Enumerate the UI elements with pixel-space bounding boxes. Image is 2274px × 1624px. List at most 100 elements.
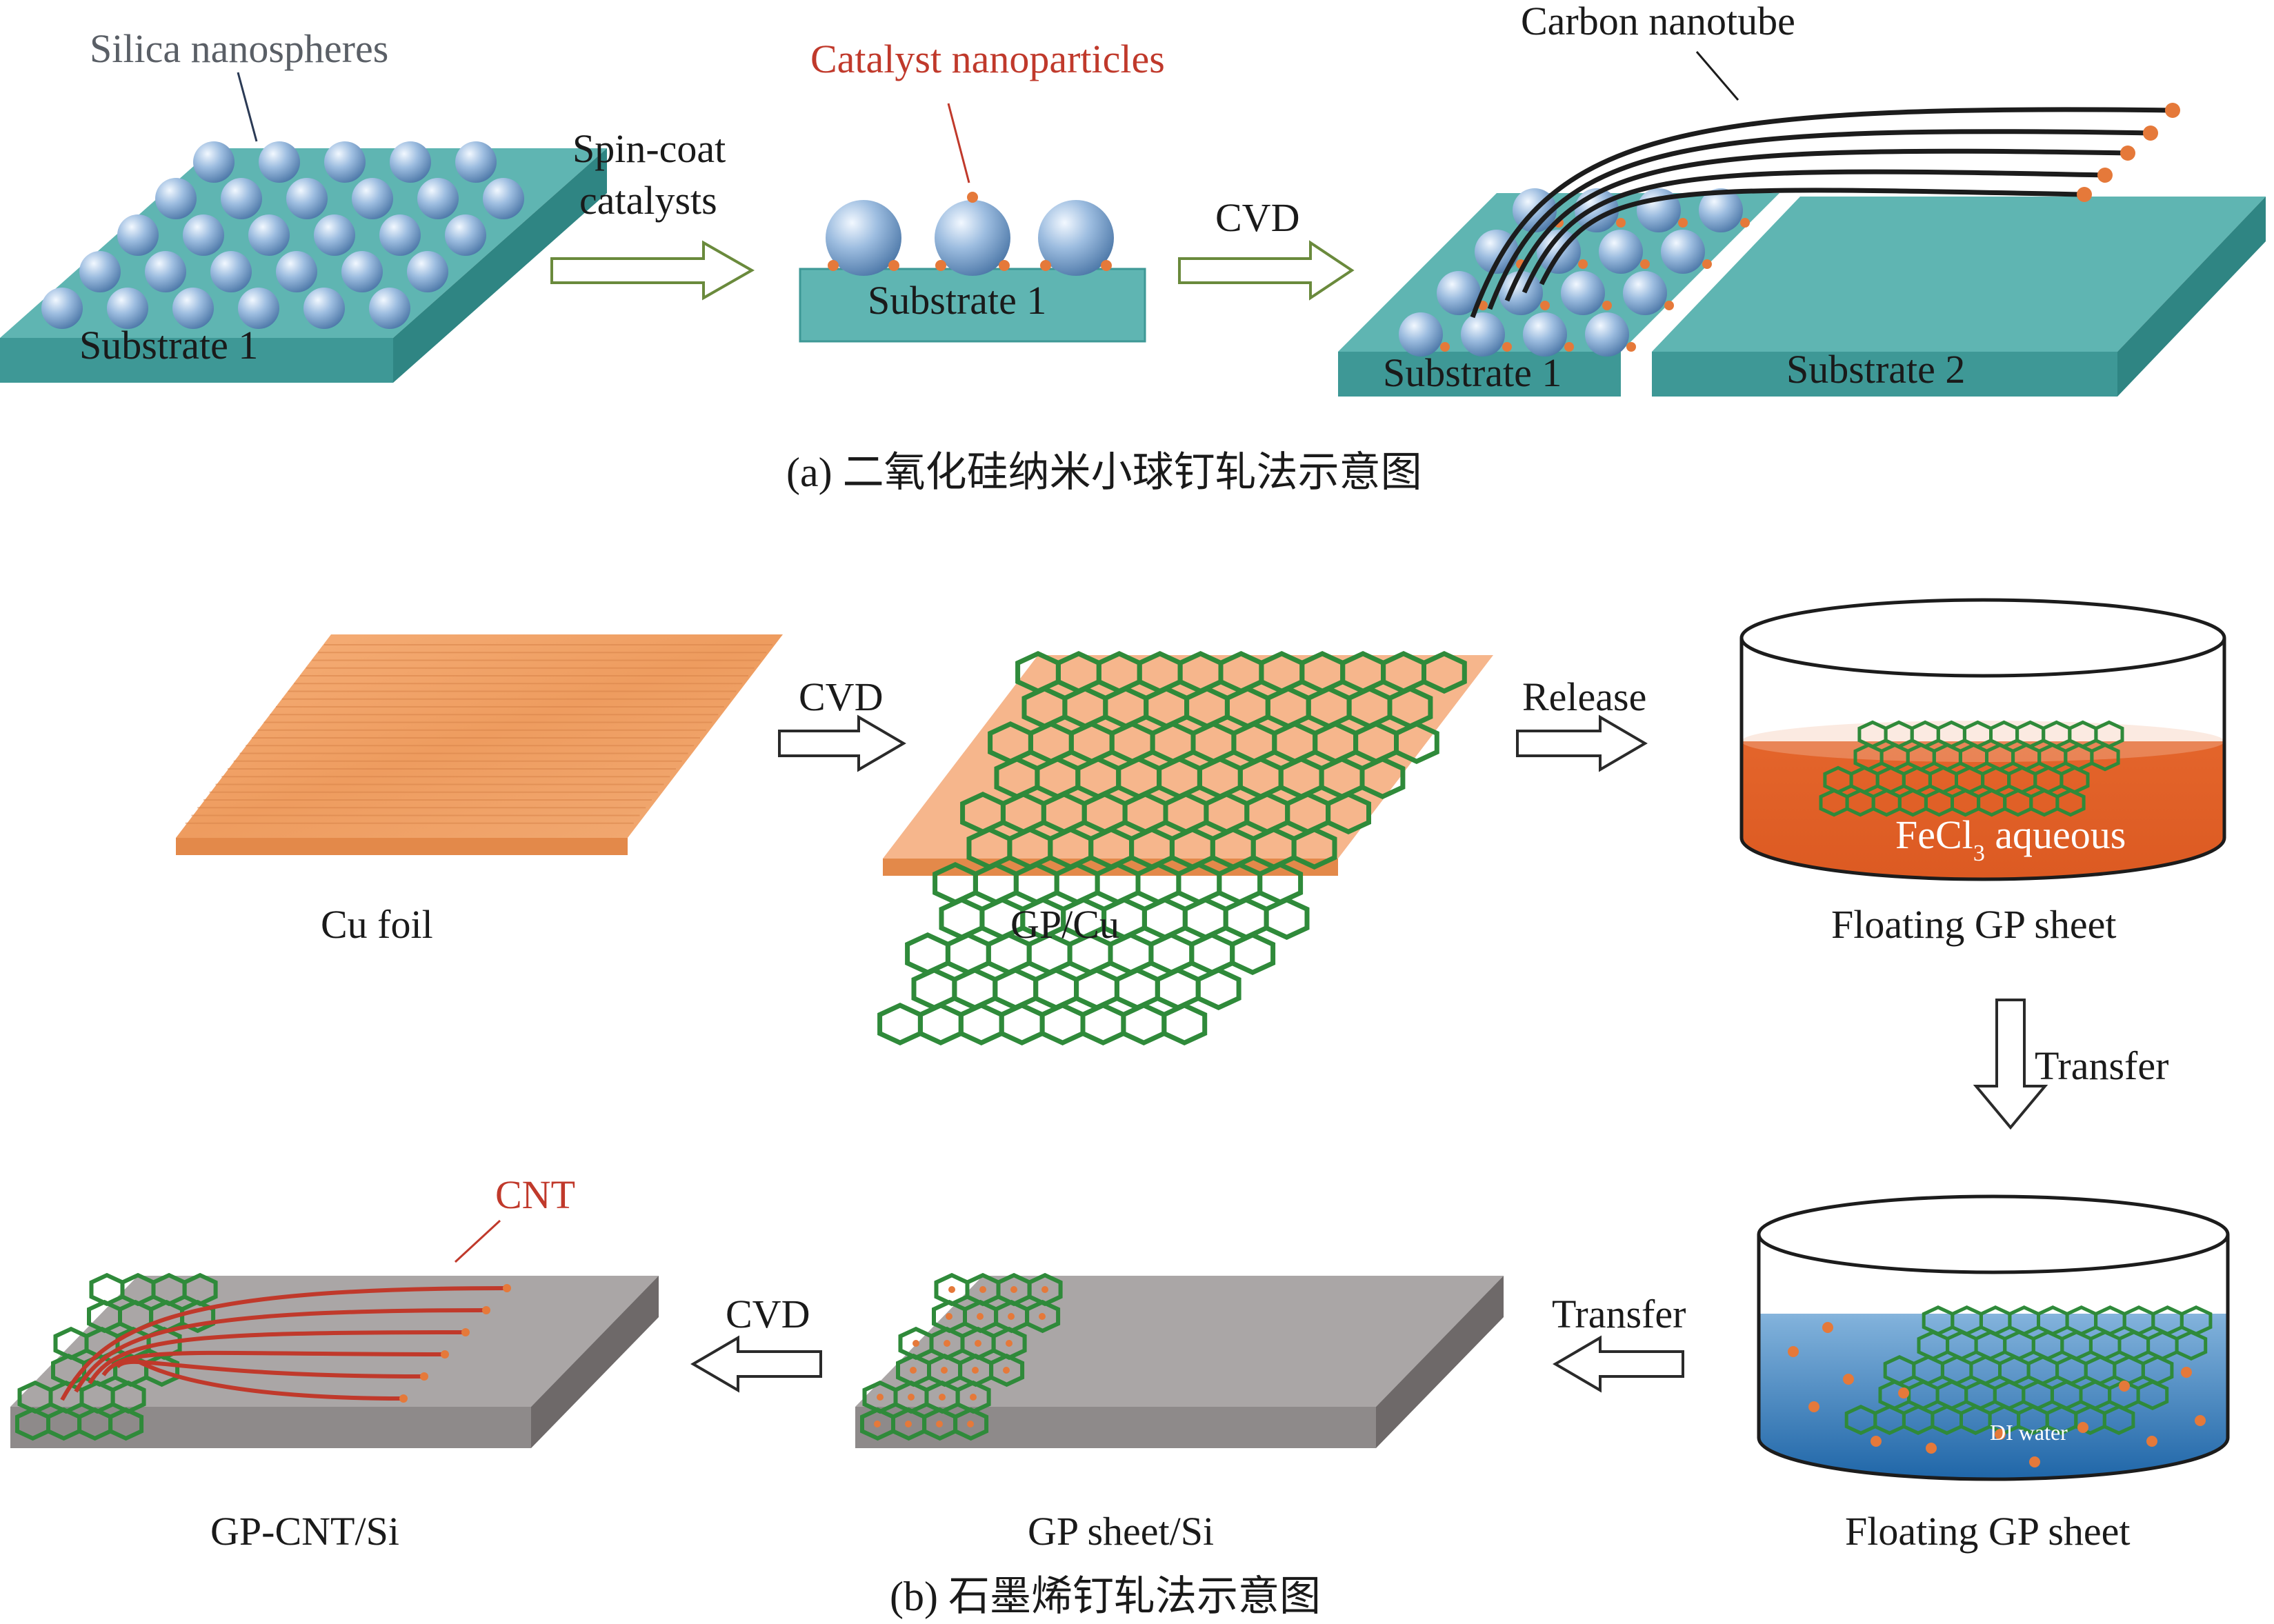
silica-sphere [1599, 230, 1643, 274]
catalyst-particles [1788, 1322, 2206, 1467]
catalyst-particle [874, 1421, 881, 1427]
silica-sphere [259, 141, 300, 183]
cu-foil-label: Cu foil [321, 902, 433, 947]
si-side [531, 1276, 659, 1448]
silica-sphere [445, 214, 486, 256]
silica-sphere [352, 178, 393, 219]
silica-sphere [79, 251, 121, 292]
catalyst-particle [908, 1394, 915, 1401]
silica-sphere [238, 288, 279, 329]
cvd-label-a: CVD [1215, 195, 1299, 240]
panel-a: Silica nanospheres Spin-coat catalysts S… [0, 0, 2266, 495]
cu-grain-lines [185, 644, 772, 824]
silica-sphere [107, 288, 148, 329]
carbon-nanotube-label: Carbon nanotube [1521, 0, 1795, 43]
catalyst-tip [2120, 146, 2135, 161]
silica-sphere [455, 141, 497, 183]
catalyst-tip [2143, 126, 2158, 141]
catalyst-pointer [947, 103, 970, 183]
catalyst-particle [1502, 342, 1512, 352]
silica-sphere [183, 214, 224, 256]
beaker-rim [1757, 1194, 2230, 1274]
arrow-cvd-b1: CVD [778, 674, 906, 772]
left-arrow-icon [690, 1335, 822, 1393]
hex-cell [1121, 1002, 1167, 1046]
silica-sphere [314, 214, 355, 256]
hex-cell [108, 1407, 144, 1441]
di-water-label: DI water [1990, 1420, 2068, 1445]
gp-sheet-on-si: GP sheet/Si [855, 1272, 1504, 1554]
arrow-cvd-a: CVD [1178, 195, 1355, 301]
silica-sphere [155, 178, 197, 219]
catalyst-particle [2181, 1367, 2192, 1378]
hex-cell [958, 1002, 1004, 1046]
hex-cell [1027, 1272, 1063, 1307]
hex-cell [877, 1002, 923, 1046]
catalyst-particle [1101, 260, 1112, 271]
gp-cnt-si-label: GP-CNT/Si [210, 1509, 399, 1554]
substrate1-label-b: Substrate 1 [868, 278, 1046, 323]
left-arrow-icon [1553, 1335, 1684, 1393]
hex-cell [939, 896, 985, 941]
catalyst-particle [979, 1286, 986, 1293]
catalyst-tip [399, 1394, 408, 1403]
hex-cell [991, 1326, 1027, 1361]
fecl3-surface [1742, 721, 2224, 762]
carbon-nanotube [1539, 188, 2085, 285]
arrow-spin-coat: Spin-coat catalysts [550, 126, 755, 301]
down-arrow-icon [1973, 999, 2048, 1130]
substrate1-label-c: Substrate 1 [1383, 350, 1562, 395]
hex-cell [1230, 932, 1276, 976]
catalyst-particle [970, 1394, 977, 1401]
catalyst-particle [1578, 259, 1588, 269]
catalyst-particle [1006, 1340, 1013, 1347]
silica-sphere [826, 200, 901, 276]
catalyst-tip [420, 1372, 428, 1381]
catalyst-particle [2146, 1436, 2157, 1447]
catalyst-particle [1995, 1429, 2006, 1440]
hex-cell [146, 1326, 182, 1361]
catalysts-label: catalysts [579, 178, 717, 223]
silica-sphere [417, 178, 459, 219]
silica-sphere [1699, 188, 1743, 232]
hex-cell [1291, 826, 1337, 870]
hex-cell [955, 1380, 991, 1414]
transfer-label-left: Transfer [1552, 1292, 1686, 1336]
cvd-label-b2: CVD [726, 1292, 810, 1336]
cu-foil: Cu foil [176, 634, 783, 947]
silica-sphere [1399, 312, 1443, 357]
silica-sphere [483, 178, 524, 219]
carbon-nanotube [74, 1308, 487, 1393]
carbon-nanotube [130, 1356, 404, 1401]
hex-cell [2059, 765, 2090, 794]
hex-cell [953, 1407, 989, 1441]
catalyst-particle [1808, 1401, 1819, 1412]
hex-cell [110, 1380, 146, 1414]
hex-cell [1155, 967, 1201, 1011]
hex-cell [1182, 896, 1228, 941]
silica-sphere [324, 141, 366, 183]
hex-cell [1074, 967, 1119, 1011]
catalyst-particle [1041, 1286, 1048, 1293]
catalyst-particle [1678, 218, 1688, 228]
hex-cell [993, 967, 1039, 1011]
catalyst-particle [946, 1313, 953, 1320]
caption-b: (b) 石墨烯钉轧法示意图 [890, 1574, 1321, 1619]
catalyst-particle [941, 1367, 948, 1374]
hex-cell [2090, 743, 2120, 772]
catalyst-particle [1871, 1436, 1882, 1447]
hex-cell [2136, 1380, 2169, 1410]
catalyst-particle [905, 1421, 912, 1427]
hex-cell [1161, 1002, 1208, 1046]
catalyst-particle [1664, 301, 1674, 310]
hex-cell [952, 967, 998, 1011]
hex-cell [1394, 721, 1439, 765]
catalyst-tip [2097, 168, 2113, 183]
catalyst-particle [1003, 1367, 1010, 1374]
catalyst-particle [1039, 1313, 1046, 1320]
catalyst-particle [2029, 1456, 2040, 1467]
catalyst-particle [939, 1394, 946, 1401]
hex-cell [917, 1002, 964, 1046]
